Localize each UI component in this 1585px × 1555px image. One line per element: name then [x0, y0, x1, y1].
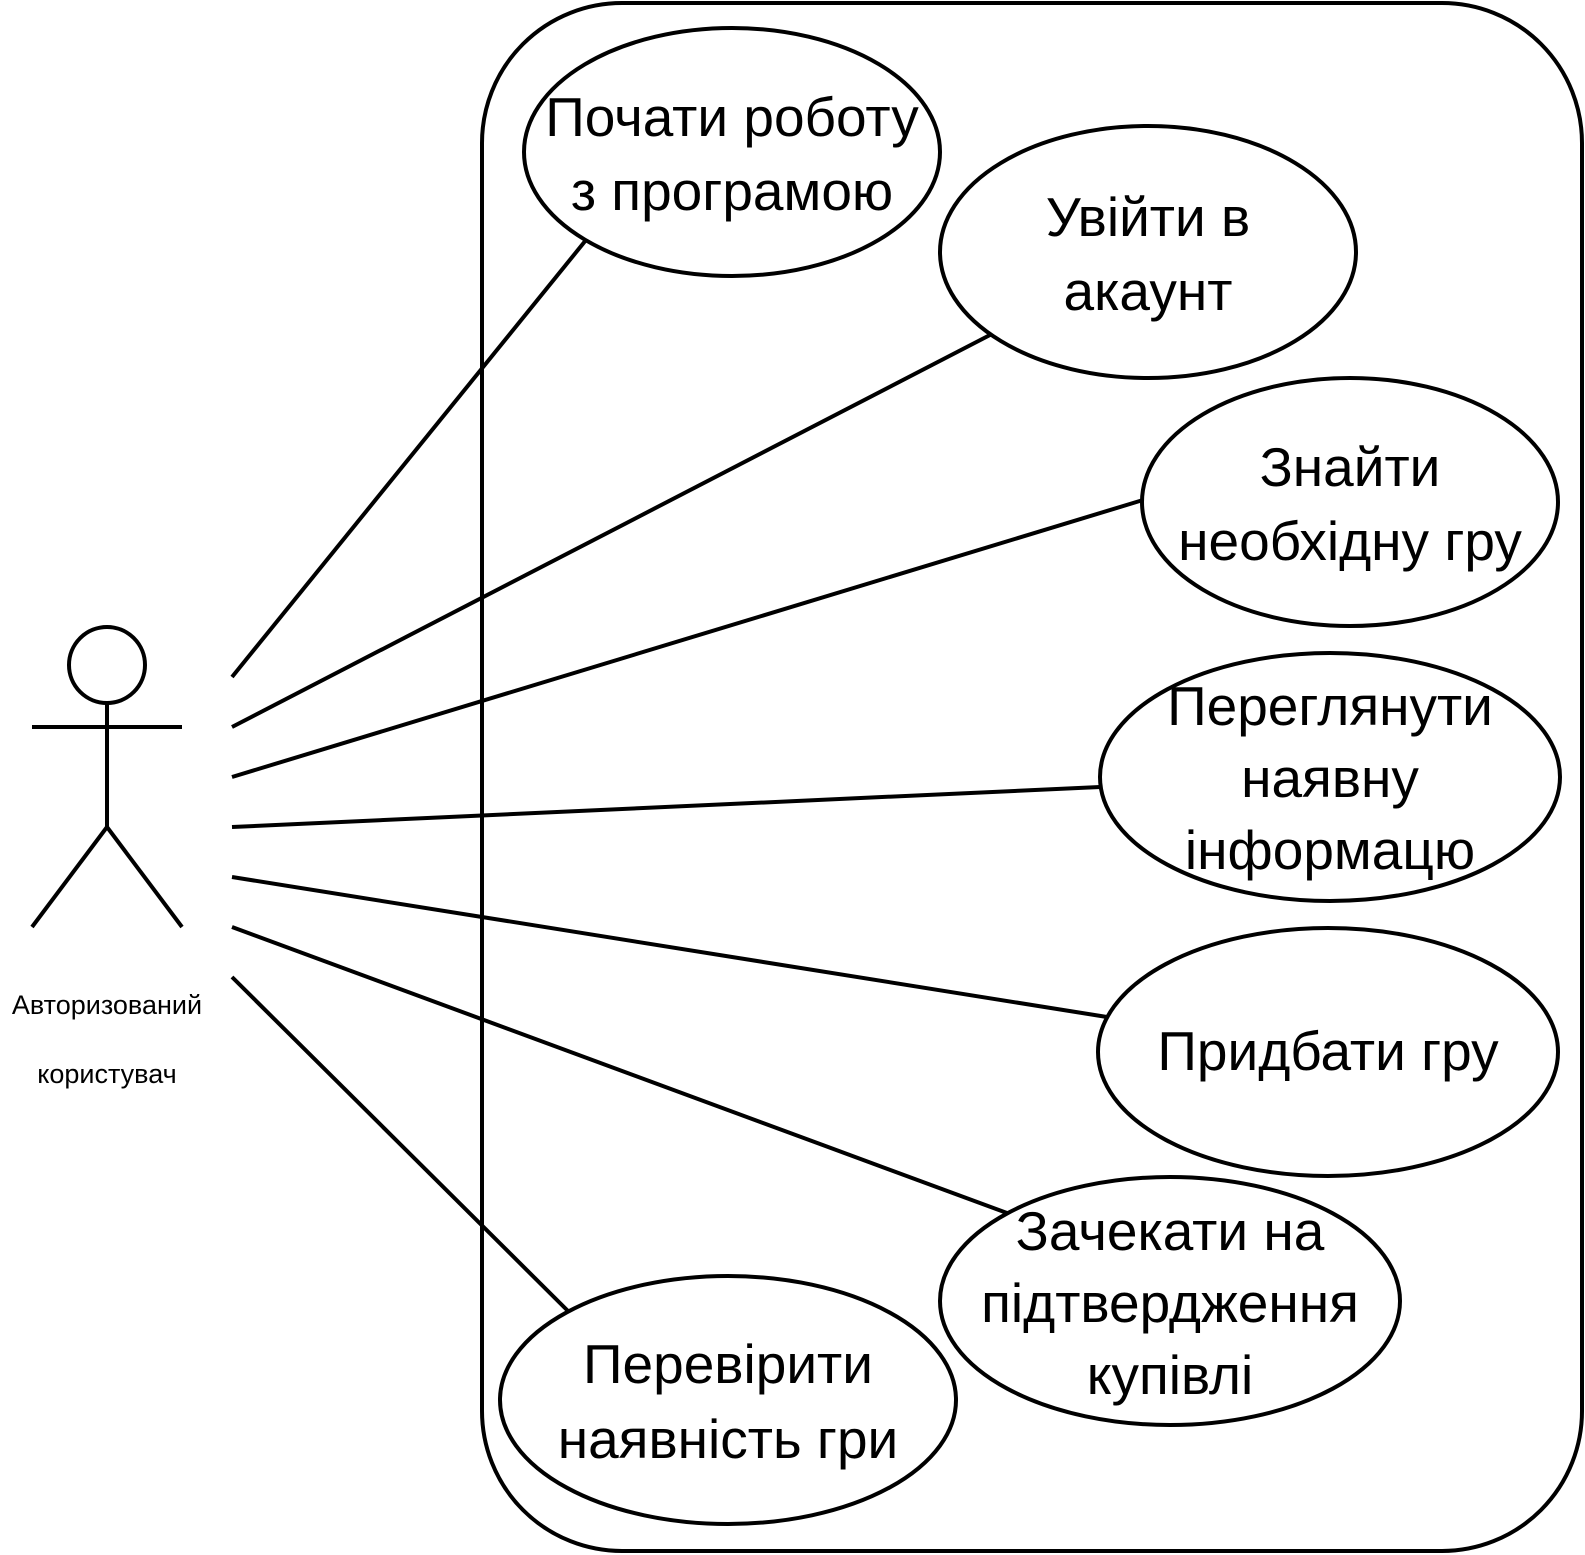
use-case-start-line-1: Почати роботу [545, 86, 919, 148]
use-case-find-line-2: необхідну гру [1178, 510, 1522, 572]
actor-head [67, 625, 147, 705]
use-case-find-ellipse [1140, 376, 1560, 628]
association-buy [231, 875, 1108, 1019]
actor-label-line-2: користувач [37, 1059, 176, 1089]
use-case-view: Переглянути наявну інформацю [1098, 651, 1562, 903]
use-case-wait: Зачекати на підтвердження купівлі [938, 1175, 1402, 1427]
use-case-view-line-1: Переглянути [1167, 675, 1493, 737]
use-case-login-line-2: акаунт [1064, 260, 1233, 322]
use-case-check: Перевірити наявність гри [498, 1274, 958, 1526]
association-check [230, 975, 572, 1315]
actor-left-leg [30, 825, 109, 929]
use-case-view-line-2: наявну [1241, 747, 1419, 809]
use-case-wait-ellipse [938, 1175, 1402, 1427]
use-case-find: Знайти необхідну гру [1140, 376, 1560, 628]
use-case-login-ellipse [938, 124, 1358, 380]
use-case-buy: Придбати гру [1096, 926, 1560, 1178]
association-start [230, 238, 588, 679]
system-boundary [480, 1, 1584, 1553]
association-login [231, 333, 991, 729]
use-case-start-line-2: з програмою [571, 160, 893, 222]
use-case-check-line-2: наявність гри [558, 1408, 899, 1470]
use-case-start-ellipse [522, 26, 942, 278]
use-case-check-line-1: Перевірити [583, 1333, 873, 1395]
use-case-check-ellipse [498, 1274, 958, 1526]
actor-right-leg [105, 825, 184, 929]
use-case-start: Почати роботу з програмою [522, 26, 942, 278]
use-case-view-line-3: інформацю [1185, 819, 1475, 881]
use-case-wait-line-3: купівлі [1087, 1344, 1253, 1406]
actor-label-line-1: Авторизований [12, 990, 202, 1020]
use-case-login-line-1: Увійти в [1046, 186, 1250, 248]
association-wait [231, 925, 1008, 1215]
association-find [231, 498, 1144, 779]
use-case-buy-line-1: Придбати гру [1157, 1020, 1499, 1082]
use-case-view-ellipse [1098, 651, 1562, 903]
use-case-find-line-1: Знайти [1260, 436, 1441, 498]
use-case-login: Увійти в акаунт [938, 124, 1358, 380]
associations [230, 238, 1144, 1315]
association-view [231, 785, 1101, 829]
use-case-buy-ellipse [1096, 926, 1560, 1178]
actor-figure [30, 625, 184, 929]
use-case-wait-line-2: підтвердження [981, 1272, 1359, 1334]
use-case-wait-line-1: Зачекати на [1016, 1200, 1325, 1262]
